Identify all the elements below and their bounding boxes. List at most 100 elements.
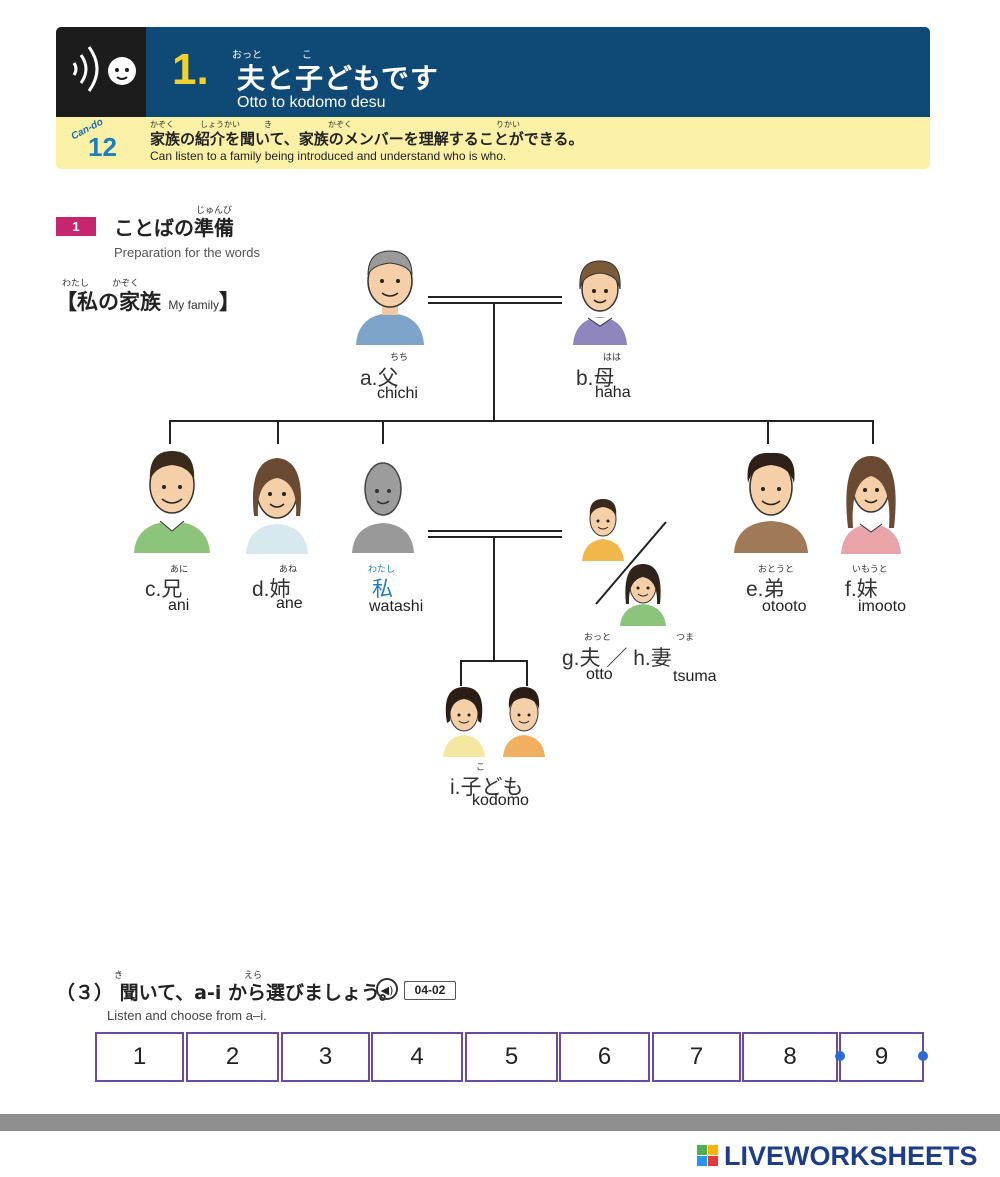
kanji-i: 子ども [460,776,524,799]
question-instruction-en: Listen and choose from a–i. [107,1008,267,1023]
page-divider [0,1114,1000,1131]
or-slash [595,521,667,605]
letter-h: h. [633,647,651,670]
romaji-b: haha [595,384,631,401]
answer-box-1[interactable]: 1 [95,1032,184,1082]
cando-ruby: りかい [496,120,520,129]
question-instruction: 聞いて、a-i から選びましょう。 [119,982,398,1004]
label-b: b.母 [576,362,615,392]
title-ruby-otto: おっと [232,50,262,61]
lesson-title-bar [146,27,930,117]
answer-box-3[interactable]: 3 [281,1032,370,1082]
romaji-d: ane [276,595,303,612]
marriage-line [428,296,562,298]
ruby-h: つま [676,633,695,643]
tree-line [526,660,528,686]
answer-box-8[interactable]: 8 [742,1032,838,1082]
ruby-e: おとうと [758,565,795,575]
label-e: e.弟 [746,573,785,603]
section-badge: 1 [56,217,96,236]
tree-line [493,302,495,420]
speaker-icon[interactable]: ◀) [376,978,398,1000]
marriage-line [428,302,562,304]
marriage-line [428,530,562,532]
answer-box-4[interactable]: 4 [371,1032,463,1082]
label-gh: g.夫 ／ h.妻 [562,642,672,672]
tree-line [460,660,528,662]
label-a: a.父 [360,362,399,392]
romaji-g: otto [586,666,613,683]
answer-box-6[interactable]: 6 [559,1032,650,1082]
lesson-title: 夫と子どもです [237,62,439,95]
cando-ruby: しょうかい [200,120,240,129]
romaji-i: kodomo [472,792,529,809]
kanji-b: 母 [593,367,615,390]
label-f: f.妹 [845,573,878,603]
lesson-title-romaji: Otto to kodomo desu [237,94,386,111]
separator: ／ [606,647,628,670]
mother-illustration [573,260,627,345]
ruby-b: はは [603,353,622,363]
romaji-f: imooto [858,598,907,615]
husband-illustration [582,499,624,561]
cando-ruby: かぞく [328,120,352,129]
cando-text-en: Can listen to a family being introduced … [150,149,507,163]
tree-line [460,660,462,686]
liveworksheets-brand[interactable]: LIVEWORKSHEETS [724,1141,978,1171]
cando-ruby: き [264,120,272,129]
section-title: ことばの準備 [114,216,234,240]
title-ruby-ko: こ [302,50,312,61]
resize-handle-right[interactable] [918,1051,928,1061]
section-subtitle: Preparation for the words [114,245,260,260]
younger-sister-illustration [841,456,901,554]
father-illustration [356,250,424,345]
resize-handle-left[interactable] [835,1051,845,1061]
letter-d: d. [252,578,270,601]
tree-line [493,536,495,662]
kanji-f: 妹 [856,578,878,601]
answer-box-9[interactable]: 9 [839,1032,924,1082]
letter-e: e. [746,578,764,601]
tree-line [767,420,769,444]
kanji-d: 姉 [269,578,291,601]
ruby-c: あに [170,565,189,575]
older-sister-illustration [246,458,308,554]
q3-ruby-ki: き [114,971,124,981]
heading-ruby: わたし [62,279,90,289]
answer-box-7[interactable]: 7 [652,1032,741,1082]
cando-text-jp: 家族の紹介を聞いて、家族のメンバーを理解することができる。 [150,130,584,148]
letter-g: g. [562,647,580,670]
ruby-f: いもうと [852,565,888,575]
romaji-h: tsuma [673,668,717,685]
ruby-a: ちち [390,353,409,363]
tree-line [169,420,874,422]
lesson-number: 1. [172,45,209,94]
cando-number: 12 [88,132,117,162]
romaji-c: ani [168,597,190,614]
romaji-a: chichi [377,385,418,402]
letter-b: b. [576,367,594,390]
kanji-g: 夫 [579,647,601,670]
label-i: i.子ども [450,771,524,801]
romaji-me: watashi [369,598,424,615]
answer-box-2[interactable]: 2 [186,1032,279,1082]
label-c: c.兄 [145,573,182,603]
kanji-e: 弟 [763,578,785,601]
lesson-icon-panel [56,27,146,117]
ruby-me: わたし [368,565,396,575]
label-d: d.姉 [252,573,291,603]
label-me: 私 [372,578,393,601]
family-heading-close: 】 [218,290,240,314]
me-illustration [352,462,414,553]
ruby-i: こ [476,763,486,773]
answer-box-5[interactable]: 5 [465,1032,558,1082]
kanji-a: 父 [377,367,399,390]
audio-track-label[interactable]: 04-02 [404,981,456,1000]
letter-a: a. [360,367,378,390]
cando-ruby: かぞく [150,120,174,129]
older-brother-illustration [134,451,210,553]
family-heading-jp: 【私の家族 [56,290,161,314]
children-illustration [443,687,545,757]
cando-band [56,117,930,169]
kanji-h: 妻 [650,647,672,670]
